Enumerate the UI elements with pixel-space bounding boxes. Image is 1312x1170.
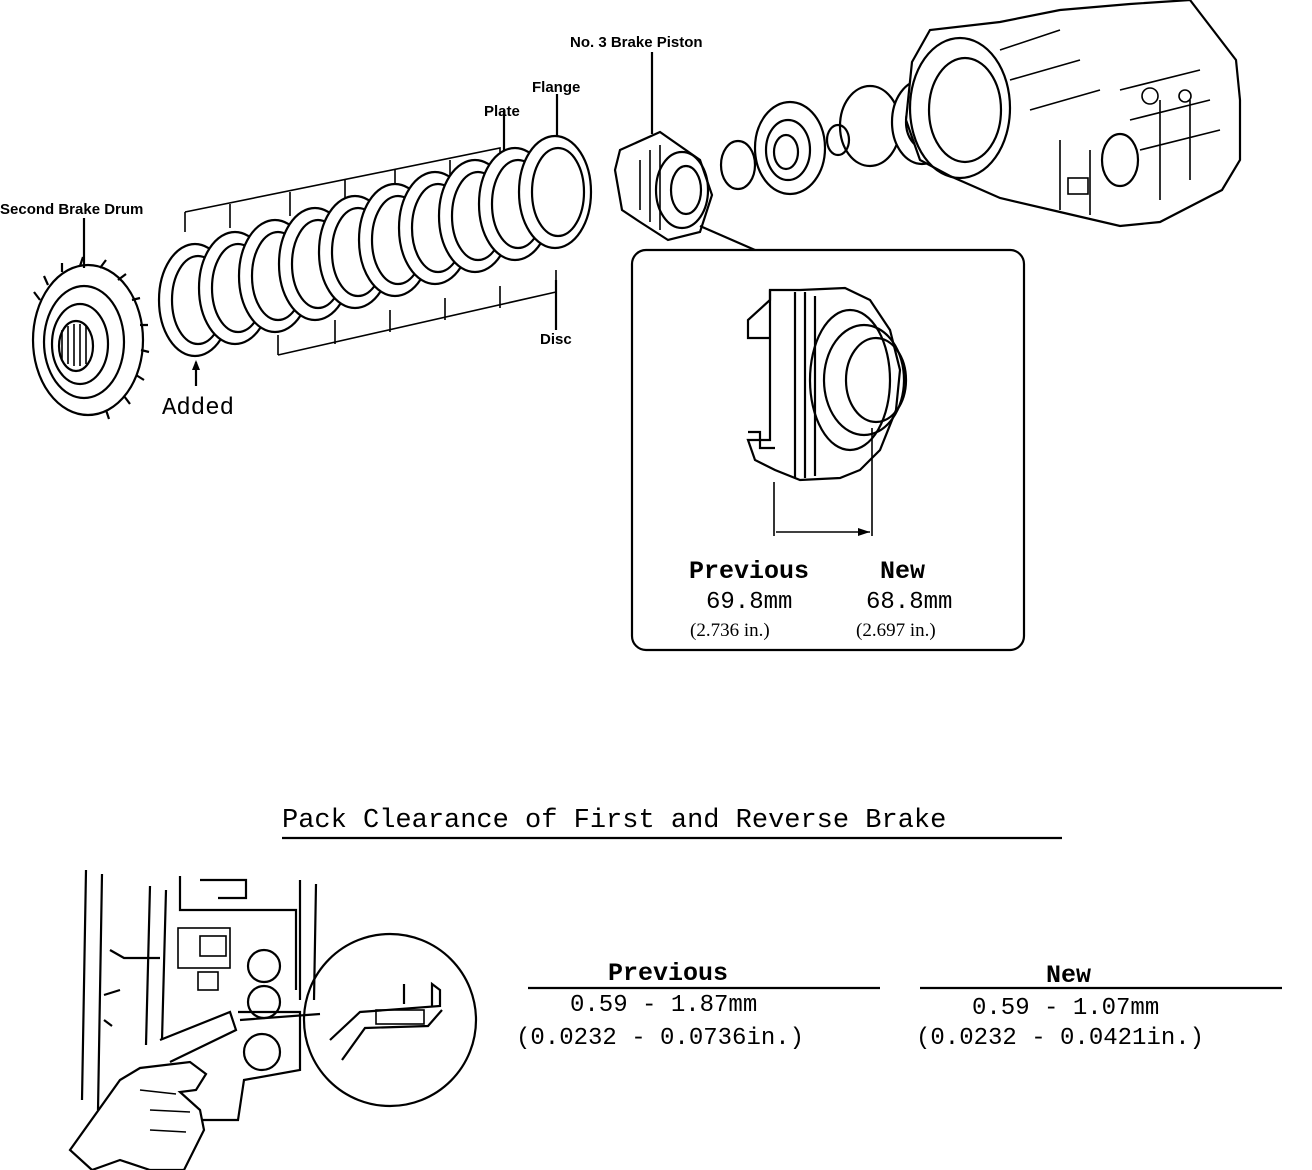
- pack-new-in: (0.0232 - 0.0421in.): [916, 1025, 1204, 1052]
- inset-previous-mm: 69.8mm: [706, 589, 792, 616]
- pack-previous-mm: 0.59 - 1.87mm: [570, 992, 757, 1019]
- piston-inset: Previous New 69.8mm 68.8mm (2.736 in.) (…: [630, 224, 1026, 652]
- no3-brake-piston-drawing: [613, 130, 714, 242]
- pack-clearance-section: Pack Clearance of First and Reverse Brak…: [68, 806, 1282, 1170]
- pack-previous-in: (0.0232 - 0.0736in.): [516, 1025, 804, 1052]
- disc-label: Disc: [540, 331, 572, 348]
- inset-new-in: (2.697 in.): [856, 620, 936, 641]
- clutch-pack: [157, 134, 593, 358]
- inset-previous-heading: Previous: [689, 557, 809, 586]
- plate-label: Plate: [484, 103, 520, 120]
- o-ring-small-drawing: [825, 123, 851, 157]
- clutch-disc: [517, 134, 593, 250]
- ring-inner-edge: [530, 146, 586, 238]
- inset-new-heading: New: [880, 557, 925, 586]
- pack-clearance-title: Pack Clearance of First and Reverse Brak…: [282, 806, 946, 836]
- o-ring-large-drawing: [838, 84, 902, 168]
- exploded-view: Second Brake Drum Added Plate Flange Dis…: [0, 0, 1242, 422]
- piston-sleeve-drawing: [753, 100, 827, 196]
- pack-previous-heading: Previous: [608, 959, 728, 988]
- second-brake-drum-drawing: [31, 256, 150, 420]
- no3-brake-piston-label: No. 3 Brake Piston: [570, 34, 703, 51]
- piston-detail-drawing: [746, 286, 908, 536]
- pack-new-heading: New: [1046, 961, 1091, 990]
- transmission-case-drawing: [904, 0, 1242, 228]
- plate-disc-bracket: [184, 94, 559, 356]
- clearance-measurement-drawing: [68, 869, 478, 1170]
- second-brake-drum-label: Second Brake Drum: [0, 201, 143, 218]
- inset-new-mm: 68.8mm: [866, 589, 952, 616]
- pack-new-mm: 0.59 - 1.07mm: [972, 995, 1159, 1022]
- snap-ring-drawing: [719, 139, 757, 191]
- added-label: Added: [162, 395, 234, 422]
- inset-previous-in: (2.736 in.): [690, 620, 770, 641]
- flange-label: Flange: [532, 79, 580, 96]
